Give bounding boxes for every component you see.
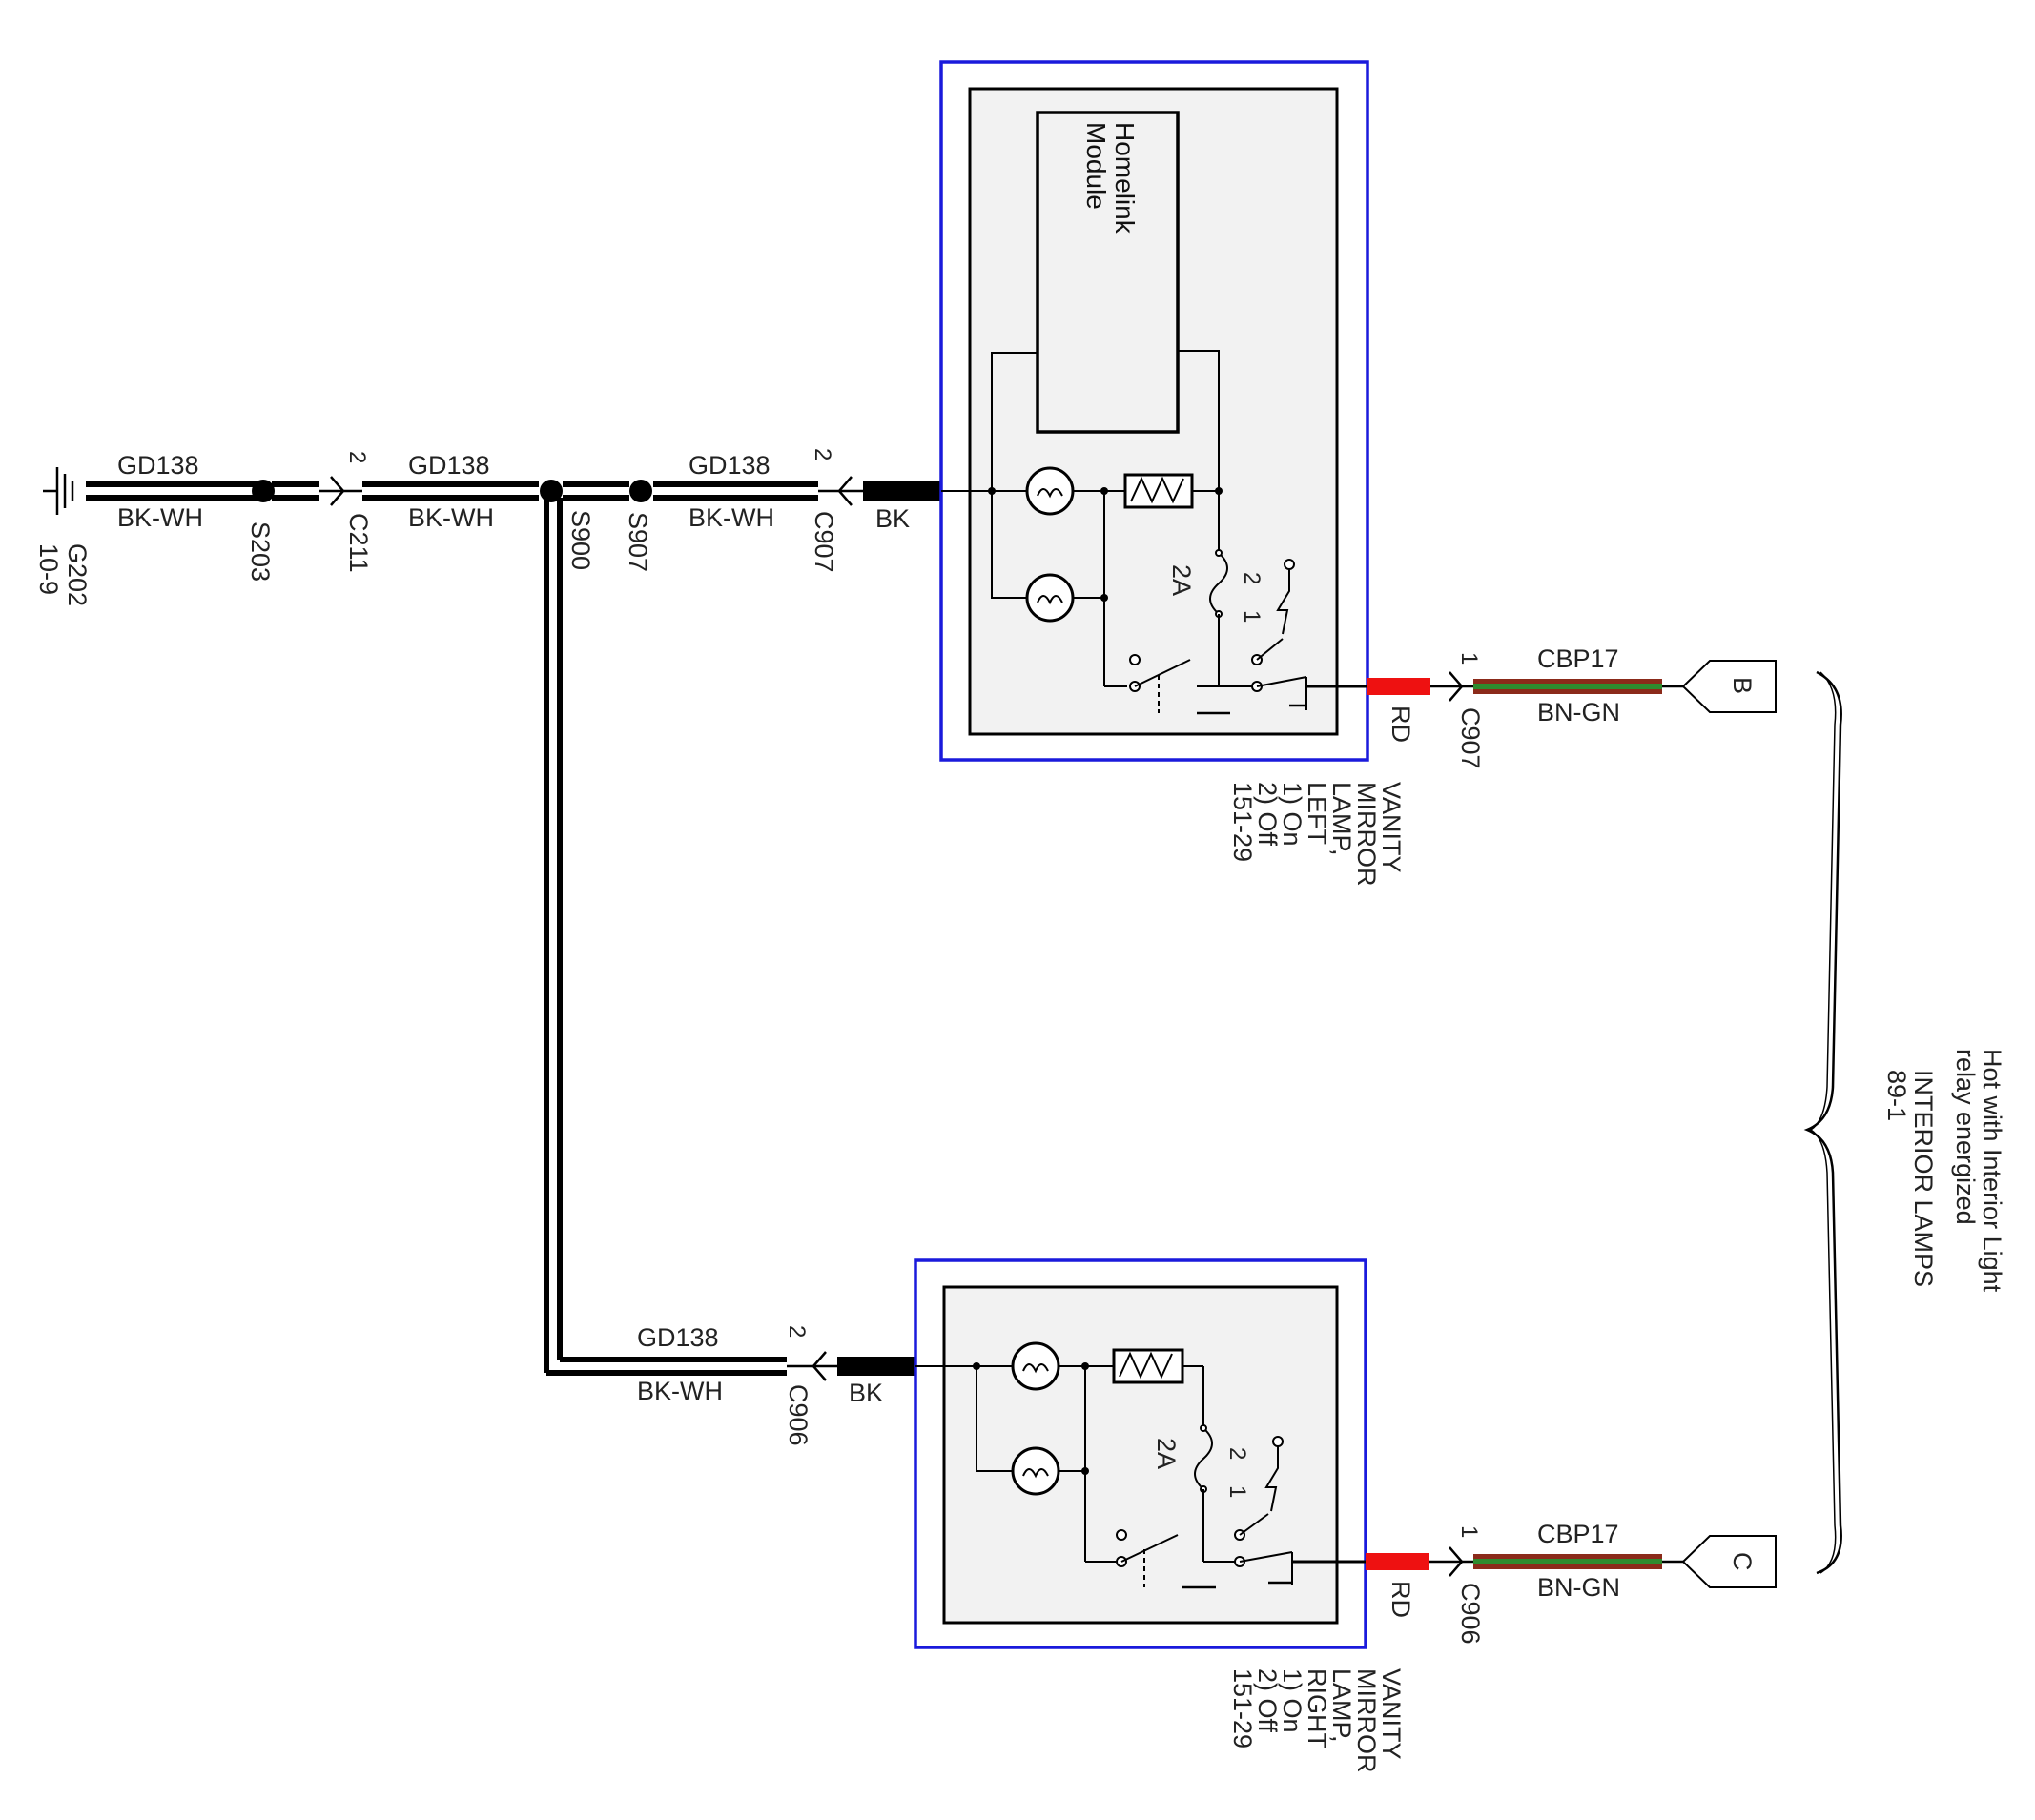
connector-label: C906 [784, 1384, 812, 1446]
rd-wire [1366, 1553, 1429, 1570]
svg-text:2) Off: 2) Off [1253, 782, 1282, 847]
connector-icon [818, 476, 863, 506]
svg-text:2) Off: 2) Off [1253, 1668, 1282, 1733]
switch-icon [1251, 559, 1367, 710]
connector-label: C211 [344, 513, 373, 573]
rd-wire [1367, 678, 1430, 695]
wire-label-color: BK-WH [689, 503, 774, 532]
branch-wire [544, 498, 915, 1376]
wire-label-color: RD [1387, 1581, 1415, 1618]
svg-text:LAMP,: LAMP, [1327, 782, 1356, 856]
svg-text:VANITY: VANITY [1377, 1668, 1406, 1760]
connector-icon [1429, 1546, 1473, 1577]
wire-label-circuit: GD138 [117, 451, 199, 480]
wire-label-circuit: GD138 [408, 451, 490, 480]
main-wire-run [86, 481, 941, 501]
lamp-icon [1025, 466, 1075, 516]
splice-icon [252, 480, 275, 502]
connector-icon [787, 1351, 837, 1381]
switch-pin: 1 [1224, 1485, 1250, 1498]
wire-label-color: BN-GN [1537, 1573, 1620, 1602]
fuse-icon [1194, 1421, 1213, 1562]
wire-label-color: RD [1387, 706, 1415, 743]
page-ref-tag: B [1728, 677, 1757, 694]
left-lamp-label: VANITY MIRROR LAMP, LEFT 1) On 2) Off 15… [1228, 782, 1406, 887]
page-ref-tag: C [1728, 1552, 1757, 1571]
splice-label: S900 [566, 510, 595, 570]
right-lamp-label: VANITY MIRROR LAMP, RIGHT 1) On 2) Off 1… [1228, 1668, 1406, 1773]
splice-icon [629, 480, 652, 502]
left-vanity-lamp-module: Homelink Module [939, 60, 1369, 762]
bn-gn-wire [1473, 1554, 1683, 1569]
ground-ref: 10-9 [34, 543, 63, 595]
wire-label-circuit: GD138 [689, 451, 771, 480]
fuse-label: 2A [1152, 1438, 1181, 1469]
ground-icon [43, 467, 74, 515]
svg-text:MIRROR: MIRROR [1352, 782, 1381, 887]
splice-icon [540, 480, 563, 502]
connector-icon [1430, 671, 1473, 702]
svg-text:89-1: 89-1 [1882, 1070, 1911, 1121]
connector-pin: 2 [784, 1325, 810, 1338]
switch-icon [1234, 1436, 1366, 1585]
connector-label: C907 [1456, 707, 1485, 769]
switch-pin: 2 [1224, 1447, 1250, 1460]
svg-text:VANITY: VANITY [1377, 782, 1406, 873]
svg-text:LAMP,: LAMP, [1327, 1668, 1356, 1743]
svg-text:RIGHT: RIGHT [1303, 1668, 1331, 1748]
connector-label: C906 [1456, 1583, 1485, 1645]
wire-label-color: BK [875, 504, 910, 533]
homelink-line1: Homelink [1110, 122, 1140, 235]
resistor-icon [1123, 473, 1194, 509]
brace-icon [1803, 670, 1842, 1575]
lamp-icon [1025, 573, 1075, 623]
wire-label-color: BK [849, 1379, 883, 1407]
connector-pin: 2 [344, 451, 370, 463]
svg-text:1) On: 1) On [1278, 782, 1306, 847]
lamp-icon [1011, 1341, 1060, 1391]
fuse-icon [1209, 545, 1228, 686]
switch-pin: 1 [1239, 610, 1264, 623]
homelink-module: Homelink Module [1036, 111, 1180, 434]
splice-label: S907 [624, 512, 652, 572]
switch-pin: 2 [1239, 572, 1264, 584]
connector-pin: 1 [1456, 1525, 1482, 1538]
connector-pin: 2 [810, 448, 835, 460]
switch-icon [1129, 654, 1257, 715]
ground-name: G202 [63, 543, 92, 606]
svg-text:1) On: 1) On [1278, 1668, 1306, 1733]
svg-text:151-29: 151-29 [1228, 782, 1257, 862]
svg-text:151-29: 151-29 [1228, 1668, 1257, 1748]
connector-pin: 1 [1456, 652, 1482, 665]
svg-text:Hot with Interior Light: Hot with Interior Light [1978, 1049, 2006, 1293]
wire-label-circuit: CBP17 [1537, 644, 1619, 673]
svg-text:INTERIOR LAMPS: INTERIOR LAMPS [1909, 1070, 1938, 1287]
wire-label-color: BK-WH [117, 503, 203, 532]
interior-lamps-note: Hot with Interior Light relay energized … [1882, 1049, 2006, 1293]
lamp-icon [1011, 1446, 1060, 1496]
wire-label-color: BK-WH [408, 503, 494, 532]
bn-gn-wire [1473, 679, 1683, 694]
wire-label-circuit: GD138 [637, 1323, 719, 1352]
connector-icon [1681, 660, 1777, 713]
switch-icon [1116, 1529, 1240, 1589]
connector-icon [1681, 1535, 1777, 1588]
svg-text:MIRROR: MIRROR [1352, 1668, 1381, 1773]
svg-text:relay energized: relay energized [1951, 1049, 1980, 1225]
fuse-label: 2A [1167, 564, 1196, 596]
wire-label-color: BN-GN [1537, 698, 1620, 726]
splice-label: S203 [246, 521, 275, 582]
connector-icon [319, 476, 362, 506]
svg-text:LEFT: LEFT [1303, 782, 1331, 845]
connector-label: C907 [810, 511, 838, 573]
resistor-icon [1112, 1348, 1184, 1384]
homelink-line2: Module [1081, 122, 1111, 210]
wire-label-color: BK-WH [637, 1377, 723, 1405]
right-vanity-lamp-module: 2A 2 1 [914, 1258, 1367, 1649]
wire-label-circuit: CBP17 [1537, 1520, 1619, 1548]
